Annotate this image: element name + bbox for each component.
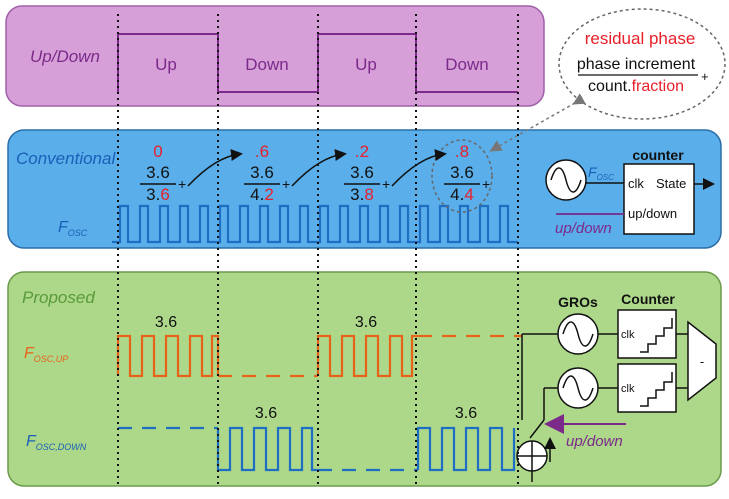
down-value-1: 3.6 [255, 405, 277, 422]
carry-arrow-1 [187, 149, 243, 187]
fosc-up-waveform-2 [316, 334, 418, 378]
bubble-increment: phase increment [577, 56, 696, 73]
bubble-plus: + [701, 69, 709, 84]
fraction-1-denominator: 3.6 [146, 185, 170, 204]
segment-up-1: Up [155, 55, 177, 74]
gro-up-sine-icon [562, 321, 594, 347]
conventional-waveform [112, 204, 518, 244]
fraction-3-numerator: 3.6 [350, 163, 374, 182]
fraction-4: .8 3.6 4.4 + [431, 139, 493, 213]
fosc-down-waveform-2 [416, 426, 516, 472]
fraction-1-residual: 0 [153, 142, 162, 161]
up-value-1: 3.6 [155, 314, 177, 331]
counter-title: counter [632, 147, 684, 163]
fraction-4-residual: .8 [455, 142, 469, 161]
counter-up-block [617, 309, 677, 359]
fraction-4-denominator: 4.4 [450, 185, 474, 204]
segment-down-1: Down [245, 55, 288, 74]
fraction-4-numerator: 3.6 [450, 163, 474, 182]
up-value-2: 3.6 [355, 314, 377, 331]
counter-down-clk: clk [621, 383, 635, 395]
bubble-link-arrow [489, 93, 586, 152]
counter-down-block [617, 363, 677, 413]
conventional-updown-input: up/down [555, 220, 612, 237]
fraction-2-denominator: 4.2 [250, 185, 274, 204]
fosc-up-waveform-1 [116, 334, 220, 378]
gros-label: GROs [558, 294, 598, 310]
time-markers [117, 14, 519, 486]
sine-wave-icon [550, 167, 582, 193]
counter-label: Counter [621, 291, 675, 307]
fraction-2-residual: .6 [255, 142, 269, 161]
bubble-residual: residual phase [585, 29, 696, 48]
segment-down-2: Down [445, 55, 488, 74]
counter-updown-port: up/down [628, 206, 677, 221]
conventional-fosc-label: FOSC [58, 219, 88, 238]
fraction-2-numerator: 3.6 [250, 163, 274, 182]
fraction-4-highlight [431, 139, 493, 213]
fraction-1-numerator: 3.6 [146, 163, 170, 182]
staircase-up-icon [640, 318, 673, 353]
subtractor-minus: - [700, 354, 704, 369]
bubble-denominator: count.fraction [588, 78, 684, 95]
counter-block [623, 163, 695, 235]
down-value-2: 3.6 [455, 405, 477, 422]
counter-clk-port: clk [628, 176, 644, 191]
fosc-down-waveform-1 [216, 426, 318, 472]
subtractor [687, 320, 717, 402]
carry-arrow-3 [391, 149, 447, 187]
updown-panel: Up/Down Up Down Up Down [5, 5, 545, 107]
counter-state-port: State [656, 176, 686, 191]
residual-bubble: residual phase phase increment count.fra… [489, 8, 726, 152]
proposed-label: Proposed [22, 288, 95, 307]
fosc-up-label: FOSC,UP [24, 345, 68, 364]
conventional-label: Conventional [16, 149, 116, 168]
counter-fosc-label: FOSC [588, 164, 614, 182]
fraction-3-denominator: 3.8 [350, 185, 374, 204]
staircase-down-icon [640, 372, 673, 407]
fraction-2: .6 3.6 4.2 + [244, 142, 290, 204]
fraction-1: 0 3.6 3.6 + [140, 142, 186, 204]
segment-up-2: Up [355, 55, 377, 74]
proposed-panel: Proposed FOSC,UP FOSC,DOWN 3.6 3.6 3.6 3… [7, 271, 722, 487]
gro-down-sine-icon [562, 375, 594, 401]
fraction-3-residual: .2 [355, 142, 369, 161]
proposed-updown-label: up/down [566, 433, 623, 450]
conventional-panel: Conventional FOSC 0 3.6 3.6 + .6 3.6 4.2… [7, 129, 722, 249]
fosc-down-label: FOSC,DOWN [26, 433, 87, 452]
fraction-3-plus: + [382, 176, 390, 192]
fraction-3: .2 3.6 3.8 + [344, 142, 390, 204]
updown-label: Up/Down [30, 47, 100, 66]
fraction-2-plus: + [282, 176, 290, 192]
fraction-4-plus: + [482, 176, 490, 192]
counter-up-clk: clk [621, 329, 635, 341]
fraction-1-plus: + [178, 176, 186, 192]
